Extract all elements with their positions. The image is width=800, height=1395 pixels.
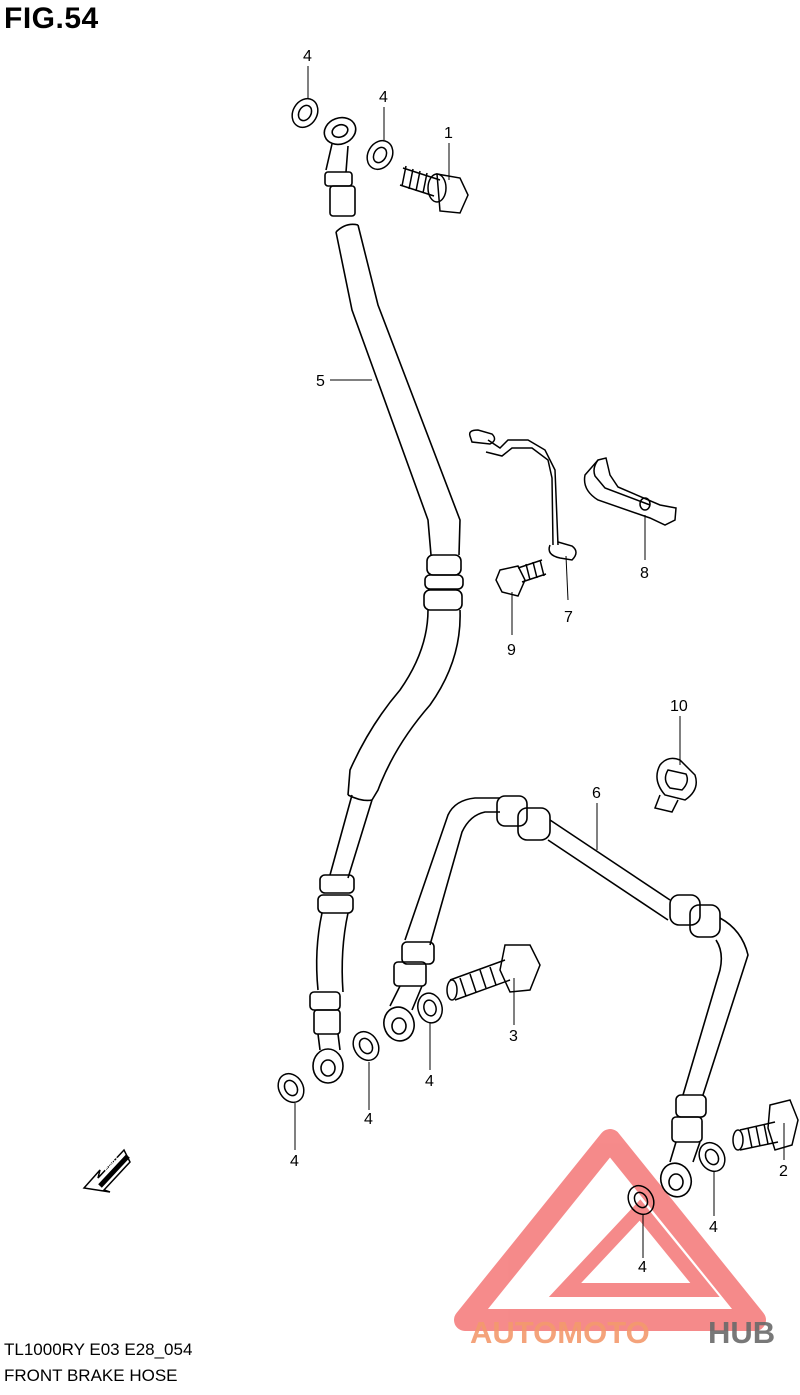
bracket-wire [468, 429, 577, 561]
callout-bracket-wire: 7 [564, 609, 573, 626]
callout-washer-bottom-center: 4 [638, 1259, 647, 1276]
callout-bolt-bottom-right: 2 [779, 1163, 788, 1180]
callout-bolt-bracket: 9 [507, 642, 516, 659]
watermark-part2: HUB [708, 1315, 775, 1350]
callout-washer-top-right: 4 [379, 89, 388, 106]
callout-washer-mid-right: 4 [425, 1073, 434, 1090]
figure-caption: FRONT BRAKE HOSE [4, 1366, 178, 1385]
callout-bolt-middle: 3 [509, 1028, 518, 1045]
washers [277, 97, 726, 1216]
leader-lines [294, 66, 785, 1258]
callout-clamp-bracket: 8 [640, 565, 649, 582]
lower-brake-hose [383, 795, 749, 1198]
callout-bolt-top: 1 [444, 125, 453, 142]
figure-title: FIG.54 [4, 2, 99, 35]
callout-washer-mid-center: 4 [364, 1111, 373, 1128]
callout-hose-upper: 5 [316, 373, 325, 390]
callout-washer-bottom-left: 4 [290, 1153, 299, 1170]
callout-clip: 10 [670, 698, 688, 715]
callout-labels: 4 4 1 5 7 8 9 10 6 3 4 4 4 4 4 2 [290, 48, 788, 1276]
watermark-text: AUTOMOTO HUB [470, 1315, 775, 1350]
hose-clip [653, 757, 697, 813]
fwd-arrow-icon: FWD [82, 1148, 131, 1193]
clamp-bracket [583, 457, 677, 526]
watermark-logo [454, 1129, 766, 1331]
watermark-part1: AUTOMOTO [470, 1315, 650, 1350]
bolts [399, 165, 799, 1151]
callout-washer-bottom-right: 4 [709, 1219, 718, 1236]
callout-washer-top-left: 4 [303, 48, 312, 65]
model-code: TL1000RY E03 E28_054 [4, 1340, 193, 1359]
callout-hose-lower-right: 6 [592, 785, 601, 802]
upper-brake-hose [309, 116, 464, 1084]
